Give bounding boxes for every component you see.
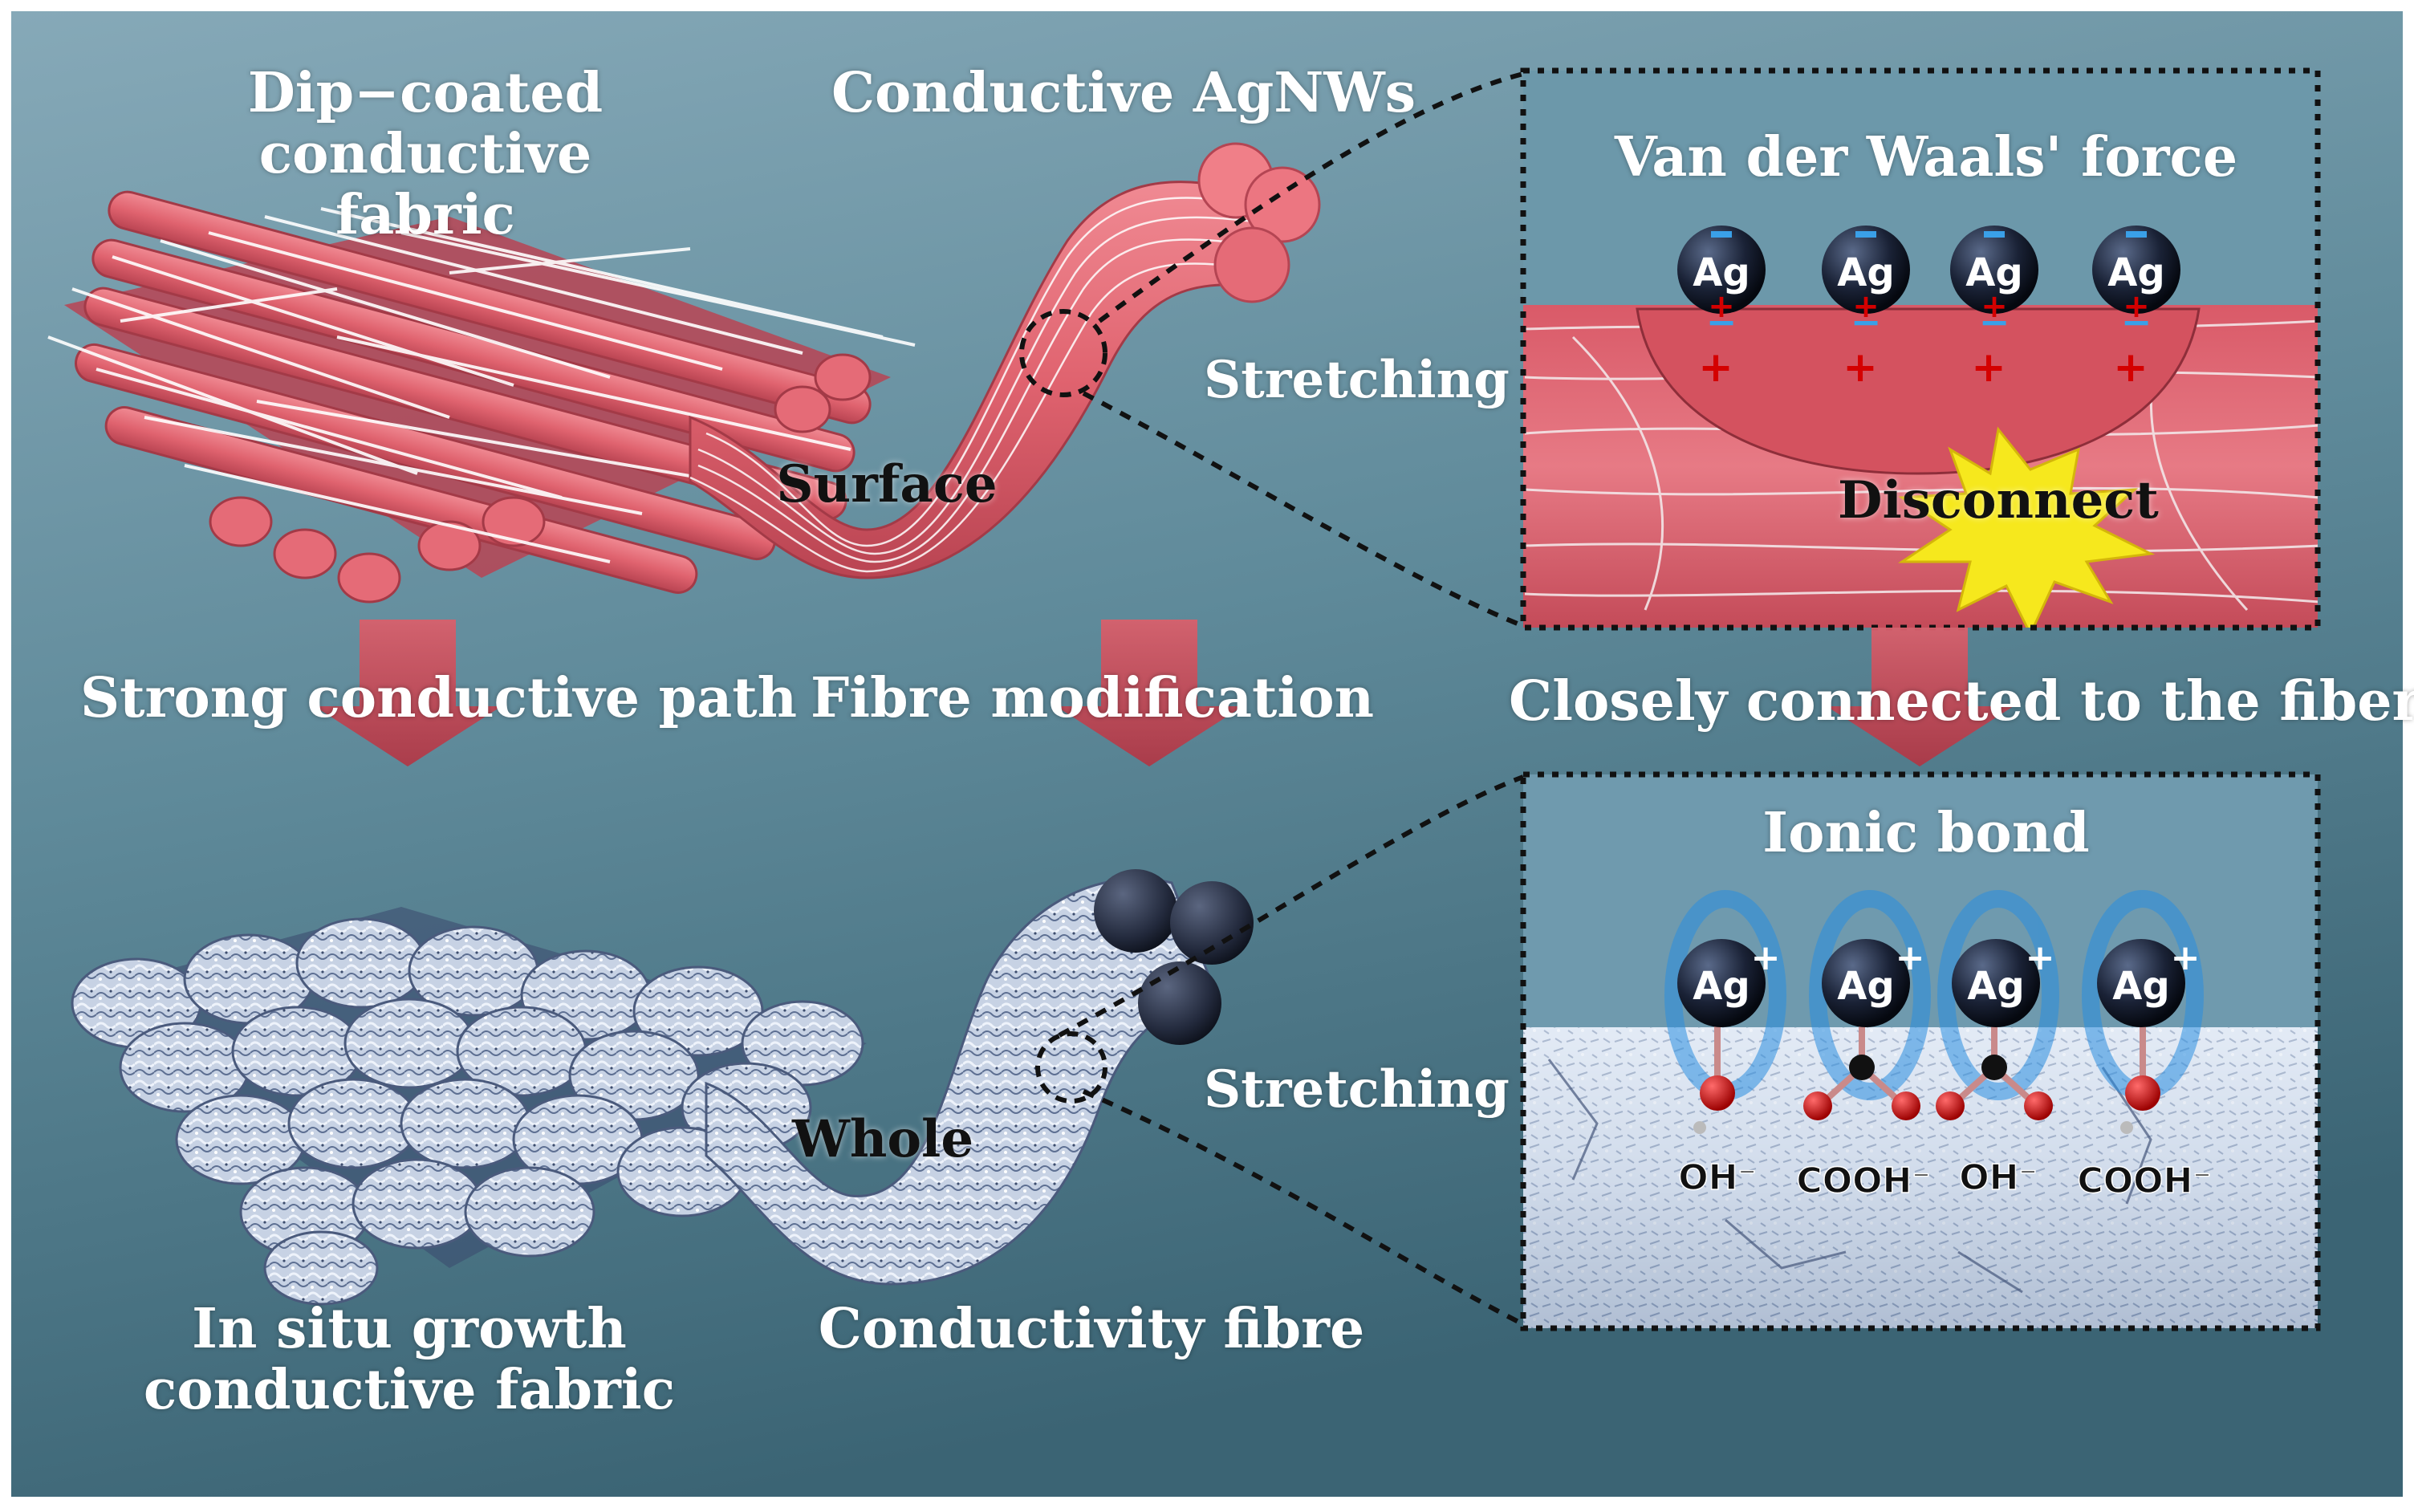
group-oh: OH⁻ [1959, 1157, 2037, 1198]
label-ionic-bond: Ionic bond [1762, 801, 2090, 865]
whole-zoom-circle [1035, 1031, 1107, 1104]
label-fibre-modification: Fibre modification [811, 666, 1375, 730]
label-van-der-waals-force: Van der Waals' force [1614, 125, 2238, 189]
charge-plus: + [1971, 343, 2006, 392]
charge-plus: + [1843, 343, 1878, 392]
ag-atom: Ag − + + [1822, 226, 1910, 392]
ag-symbol: Ag [2107, 250, 2165, 295]
label-disconnect: Disconnect [1838, 470, 2159, 530]
ag-symbol: Ag [1965, 250, 2023, 295]
group-cooh: COOH⁻ [1796, 1160, 1930, 1201]
ionic-bond-inset [1523, 774, 2318, 1328]
ag-symbol: Ag [1693, 250, 1750, 295]
charge-plus: + [1751, 937, 1781, 978]
ag-symbol: Ag [1837, 250, 1895, 295]
ionic-bond-inset-border [1520, 771, 2321, 1331]
ag-atoms-top: Ag − + + Ag − + + Ag − + + [1677, 226, 2180, 392]
van-der-waals-inset [1523, 71, 2318, 628]
zoom-lines-bottom [1058, 774, 1525, 1327]
charge-minus: − [1706, 300, 1737, 343]
group-oh: OH⁻ [1678, 1157, 1756, 1198]
charge-plus: + [1981, 288, 2008, 325]
ag-symbol: Ag [1837, 964, 1895, 1009]
label-stretching-top: Stretching [1204, 350, 1510, 410]
charge-plus: + [2113, 343, 2148, 392]
charge-minus: − [1851, 300, 1882, 343]
label-conductive-agnws: Conductive AgNWs [831, 61, 1416, 125]
label-conductivity-fibre: Conductivity fibre [818, 1297, 1365, 1361]
surface-zoom-circle [1019, 309, 1107, 397]
ag-ions-bottom: Ag + Ag + Ag + Ag + OH⁻ COOH⁻ OH⁻ [1677, 937, 2212, 1202]
label-surface: Surface [776, 454, 998, 514]
ag-symbol: Ag [1693, 964, 1750, 1009]
group-cooh: COOH⁻ [2077, 1160, 2211, 1201]
ag-ion: Ag + [1952, 937, 2054, 1027]
charge-minus: − [2121, 300, 2152, 343]
dip-coated-fabric-illustration [47, 190, 916, 604]
charge-plus: + [2123, 288, 2150, 325]
ag-atom: Ag − + + [1677, 226, 1766, 392]
ag-symbol: Ag [2112, 964, 2170, 1009]
label-whole: Whole [791, 1109, 974, 1169]
charge-plus: + [2026, 937, 2055, 978]
conductivity-fibre-bundle [705, 869, 1254, 1286]
ag-atom: Ag − + + [1950, 226, 2038, 392]
label-closely-connected: Closely connected to the fiber [1509, 669, 2414, 734]
zoom-lines-top [1082, 71, 1525, 628]
ag-ion: Ag + [2097, 937, 2200, 1027]
charge-plus: + [1698, 343, 1733, 392]
ag-ion: Ag + [1822, 937, 1924, 1027]
in-situ-fabric-illustration [71, 907, 867, 1306]
charge-plus: + [2171, 937, 2201, 978]
ag-ion: Ag + [1677, 937, 1780, 1027]
down-arrows [315, 620, 2014, 766]
agnws-fibre-bundle [689, 142, 1321, 579]
ag-symbol: Ag [1967, 964, 2025, 1009]
label-in-situ-fabric: In situ growth conductive fabric [143, 1297, 676, 1423]
label-dip-coated-fabric: Dip−coated conductive fabric [247, 61, 604, 248]
charge-plus: + [1896, 937, 1925, 978]
label-strong-conductive-path: Strong conductive path [80, 666, 798, 730]
charge-minus: − [1979, 300, 2010, 343]
charge-plus: + [1852, 288, 1880, 325]
ag-atom: Ag − + + [2092, 226, 2180, 392]
disconnect-burst [1898, 426, 2156, 628]
label-stretching-bottom: Stretching [1204, 1059, 1510, 1120]
charge-plus: + [1708, 288, 1735, 325]
